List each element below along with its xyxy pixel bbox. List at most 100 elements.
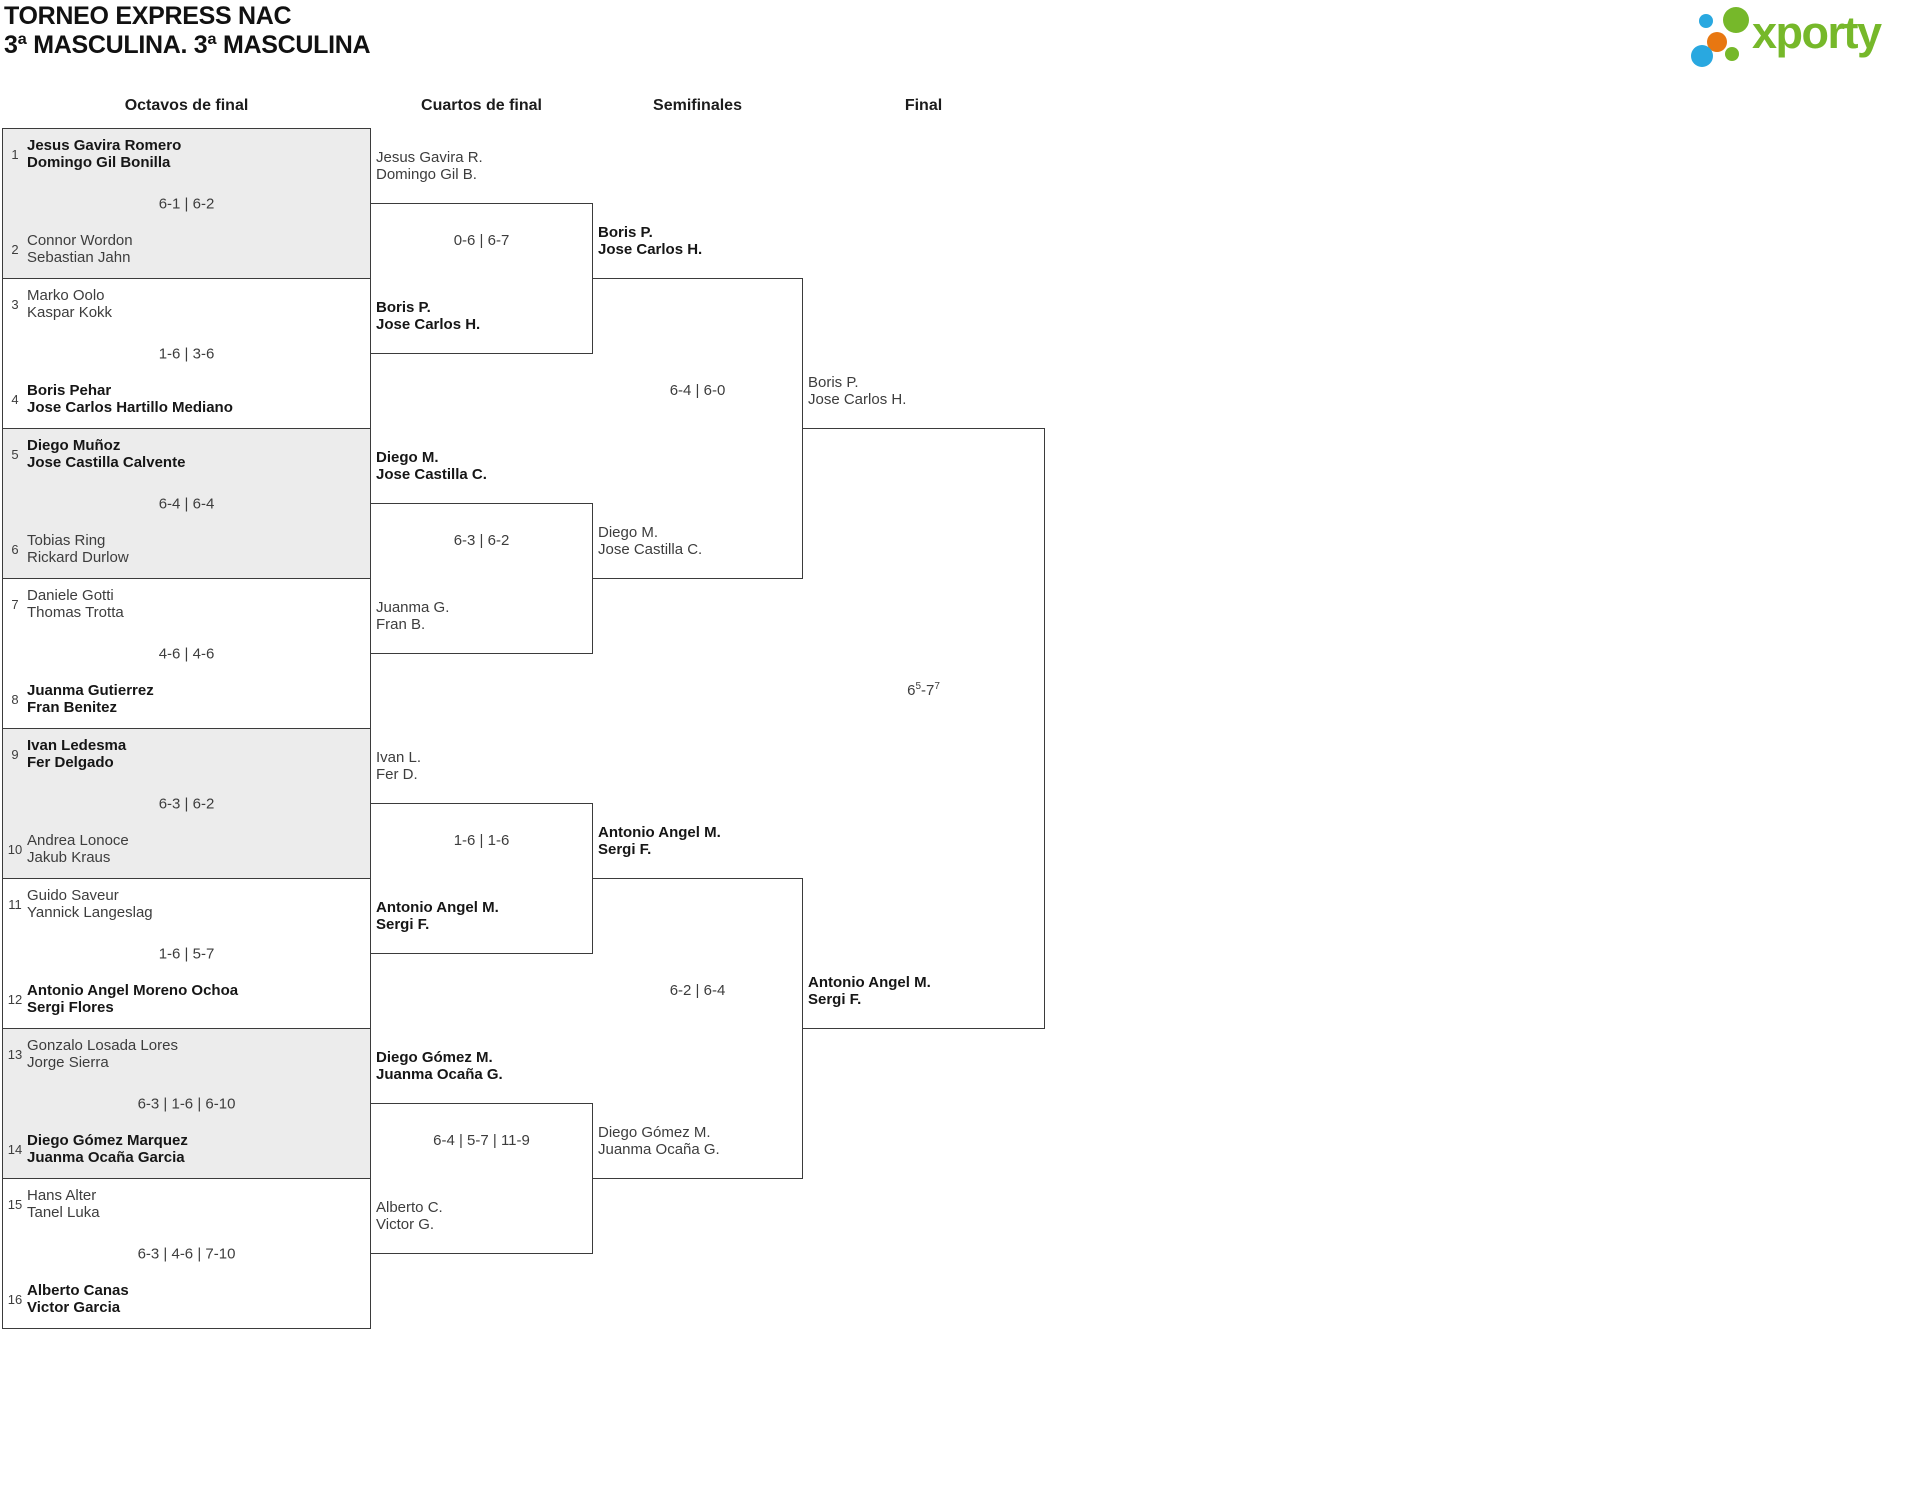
team-player-line: Tanel Luka	[27, 1204, 100, 1221]
team-player-line: Fer D.	[376, 766, 418, 783]
seed-number: 14	[7, 1141, 23, 1157]
team-player-line: Diego Gómez M.	[598, 1124, 711, 1141]
advancing-team: Boris P. Jose Carlos H.	[808, 374, 906, 408]
team-player-line: Jakub Kraus	[27, 849, 111, 866]
seed-number: 8	[11, 691, 19, 707]
team-player-line: Victor Garcia	[27, 1299, 121, 1316]
seed-number: 4	[11, 391, 19, 407]
team-player-line: Fer Delgado	[27, 754, 114, 771]
team-player-line: Connor Wordon	[27, 232, 133, 249]
team-player-line: Jose Carlos H.	[598, 241, 703, 258]
seed-number: 10	[7, 841, 23, 857]
team-player-line: Juanma Ocaña Garcia	[27, 1149, 185, 1166]
team-player-line: Antonio Angel M.	[598, 824, 721, 841]
team-name: Ivan Ledesma Fer Delgado	[27, 737, 126, 771]
seed-number: 13	[7, 1046, 23, 1062]
team-player-line: Yannick Langeslag	[27, 904, 153, 921]
match-score: 6-4 | 6-0	[669, 382, 726, 399]
final-score-set2: 7	[926, 682, 935, 699]
advancing-team: Diego M. Jose Castilla C.	[598, 524, 702, 558]
team-player-line: Jorge Sierra	[27, 1054, 109, 1071]
logo-dot-orange	[1707, 32, 1727, 52]
r16-match-8: 15 Hans Alter Tanel Luka 6-3 | 4-6 | 7-1…	[2, 1178, 371, 1329]
team-player-line: Boris P.	[376, 299, 431, 316]
advancing-team: Diego Gómez M. Juanma Ocaña G.	[376, 1049, 503, 1083]
advancing-team: Boris P. Jose Carlos H.	[598, 224, 702, 258]
team-player-line: Antonio Angel Moreno Ochoa	[27, 982, 239, 999]
advancing-team: Alberto C. Victor G.	[376, 1199, 443, 1233]
match-score: 6-2 | 6-4	[669, 982, 726, 999]
final-match-box	[802, 428, 1045, 1029]
team-name: Daniele Gotti Thomas Trotta	[27, 587, 124, 621]
team-player-line: Sergi F.	[808, 991, 862, 1008]
match-score: 4-6 | 4-6	[158, 645, 215, 662]
final-score: 65-77	[802, 682, 1045, 700]
team-player-line: Victor G.	[376, 1216, 435, 1233]
team-player-line: Jose Carlos Hartillo Mediano	[27, 399, 233, 416]
team-player-line: Juanma G.	[376, 599, 450, 616]
team-player-line: Jose Castilla C.	[376, 466, 487, 483]
r16-match-2: 3 Marko Oolo Kaspar Kokk 1-6 | 3-6 4 Bor…	[2, 278, 371, 429]
advancing-team: Antonio Angel M. Sergi F.	[598, 824, 721, 858]
r16-match-7: 13 Gonzalo Losada Lores Jorge Sierra 6-3…	[2, 1028, 371, 1179]
round-header-sf: Semifinales	[653, 97, 742, 114]
final-score-set1-tiebreak: 5	[915, 681, 921, 692]
match-score: 6-4 | 5-7 | 11-9	[433, 1132, 530, 1149]
team-player-line: Diego Gómez Marquez	[27, 1132, 188, 1149]
team-player-line: Boris Pehar	[27, 382, 112, 399]
team-player-line: Marko Oolo	[27, 287, 105, 304]
team-player-line: Diego M.	[598, 524, 659, 541]
seed-number: 9	[11, 746, 19, 762]
seed-number: 5	[11, 446, 19, 462]
match-score: 1-6 | 3-6	[158, 345, 215, 362]
advancing-team: Ivan L. Fer D.	[376, 749, 421, 783]
seed-number: 2	[11, 241, 19, 257]
seed-number: 11	[8, 896, 22, 912]
r16-match-5: 9 Ivan Ledesma Fer Delgado 6-3 | 6-2 10 …	[2, 728, 371, 879]
team-player-line: Sergi Flores	[27, 999, 114, 1016]
r16-match-6: 11 Guido Saveur Yannick Langeslag 1-6 | …	[2, 878, 371, 1029]
team-name: Jesus Gavira Romero Domingo Gil Bonilla	[27, 137, 181, 171]
category-title: 3ª MASCULINA. 3ª MASCULINA	[4, 31, 371, 59]
team-player-line: Thomas Trotta	[27, 604, 124, 621]
team-player-line: Alberto C.	[376, 1199, 443, 1216]
team-player-line: Diego Gómez M.	[376, 1049, 493, 1066]
team-name: Boris Pehar Jose Carlos Hartillo Mediano	[27, 382, 233, 416]
team-player-line: Boris P.	[598, 224, 653, 241]
team-player-line: Alberto Canas	[27, 1282, 129, 1299]
team-player-line: Rickard Durlow	[27, 549, 129, 566]
team-player-line: Sergi F.	[598, 841, 652, 858]
team-name: Andrea Lonoce Jakub Kraus	[27, 832, 129, 866]
team-player-line: Guido Saveur	[27, 887, 119, 904]
team-player-line: Jesus Gavira R.	[376, 149, 483, 166]
team-name: Tobias Ring Rickard Durlow	[27, 532, 129, 566]
team-player-line: Antonio Angel M.	[376, 899, 499, 916]
match-score: 1-6 | 5-7	[158, 945, 215, 962]
logo-dot-green-small	[1725, 47, 1739, 61]
team-name: Diego Muñoz Jose Castilla Calvente	[27, 437, 185, 471]
xporty-logo[interactable]: xporty	[1688, 2, 1914, 67]
team-player-line: Jesus Gavira Romero	[27, 137, 182, 154]
r16-match-4: 7 Daniele Gotti Thomas Trotta 4-6 | 4-6 …	[2, 578, 371, 729]
team-player-line: Ivan Ledesma	[27, 737, 127, 754]
advancing-team: Diego M. Jose Castilla C.	[376, 449, 487, 483]
team-name: Antonio Angel Moreno Ochoa Sergi Flores	[27, 982, 238, 1016]
team-player-line: Domingo Gil Bonilla	[27, 154, 171, 171]
team-player-line: Fran B.	[376, 616, 426, 633]
team-player-line: Gonzalo Losada Lores	[27, 1037, 178, 1054]
team-name: Diego Gómez Marquez Juanma Ocaña Garcia	[27, 1132, 188, 1166]
tournament-title: TORNEO EXPRESS NAC	[4, 2, 292, 30]
team-name: Alberto Canas Victor Garcia	[27, 1282, 129, 1316]
r16-match-1: 1 Jesus Gavira Romero Domingo Gil Bonill…	[2, 128, 371, 279]
final-score-set1: 6	[907, 682, 916, 699]
logo-dot-blue-medium	[1691, 45, 1713, 67]
seed-number: 7	[11, 596, 19, 612]
team-name: Guido Saveur Yannick Langeslag	[27, 887, 153, 921]
team-player-line: Jose Carlos H.	[808, 391, 907, 408]
final-score-set2-tiebreak: 7	[934, 681, 940, 692]
round-header-r16: Octavos de final	[124, 97, 249, 114]
team-player-line: Diego M.	[376, 449, 439, 466]
team-player-line: Sergi F.	[376, 916, 430, 933]
seed-number: 12	[7, 991, 23, 1007]
seed-number: 3	[11, 296, 19, 312]
